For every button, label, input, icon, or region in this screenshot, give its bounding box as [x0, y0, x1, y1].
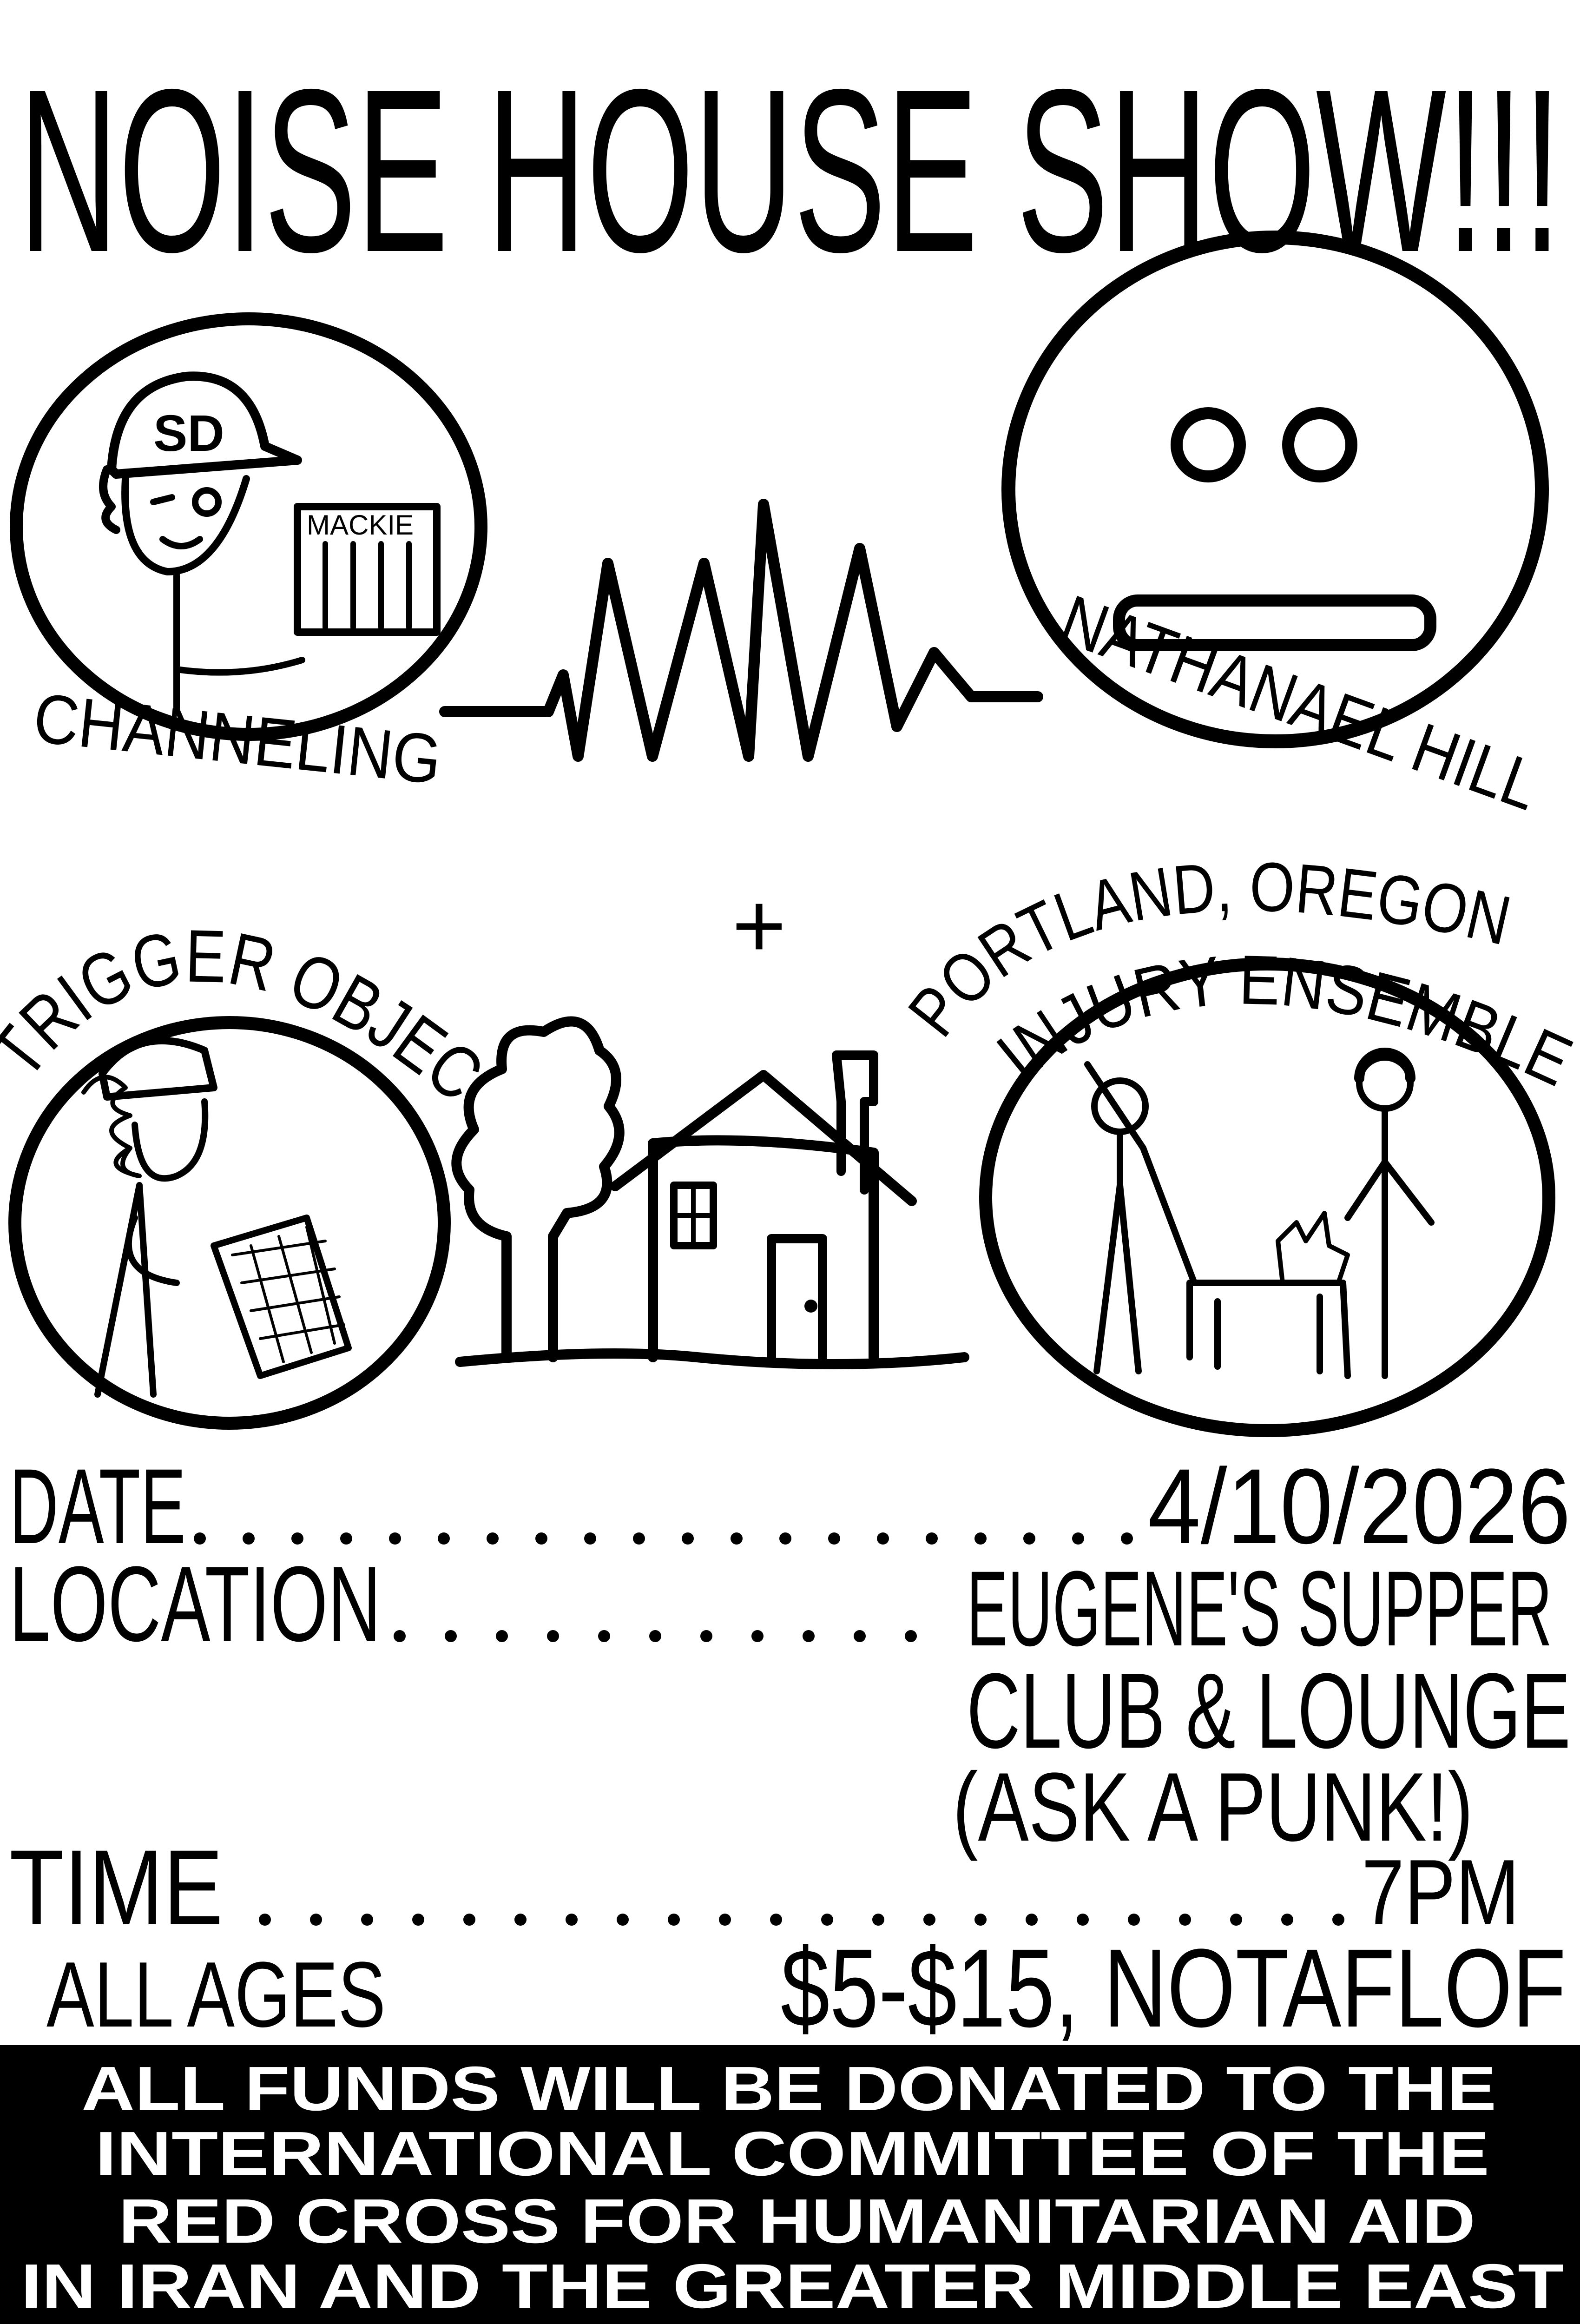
nathanael-hill-face — [1001, 231, 1549, 748]
trigger-object-portrait — [8, 1016, 451, 1430]
hat-logo: SD — [153, 405, 224, 462]
banner-line-3: RED CROSS FOR HUMANITARIAN AID — [118, 2186, 1475, 2256]
time-label: TIME — [9, 1828, 223, 1947]
event-details: DATE 4/10/2026 LOCATION EUGENE'S SUPPER … — [9, 1446, 1571, 2050]
banner-line-2: INTERNATIONAL COMMITTEE OF THE — [95, 2119, 1489, 2189]
heartbeat-line — [439, 499, 1043, 762]
injury-ensemble-portrait — [979, 957, 1555, 1437]
location-label: LOCATION — [9, 1544, 381, 1664]
poster-title: NOISE HOUSE SHOW!!! — [19, 40, 1561, 300]
location-line3: (ASK A PUNK!) — [953, 1752, 1473, 1862]
time-value: 7PM — [1362, 1841, 1520, 1944]
location-line1: EUGENE'S SUPPER — [967, 1549, 1552, 1668]
tree-and-house — [451, 1016, 969, 1369]
mixer-brand: MACKIE — [307, 509, 414, 541]
donation-banner — [0, 2045, 1580, 2324]
date-value: 4/10/2026 — [1148, 1446, 1571, 1566]
banner-line-1: ALL FUNDS WILL BE DONATED TO THE — [81, 2053, 1496, 2124]
price: $5-$15, NOTAFLOF — [781, 1926, 1566, 2050]
all-ages: ALL AGES — [46, 1943, 386, 2047]
plus-sign: + — [732, 874, 786, 977]
location-line2: CLUB & LOUNGE — [967, 1651, 1571, 1770]
date-label: DATE — [9, 1446, 186, 1566]
banner-line-4: IN IRAN AND THE GREATER MIDDLE EAST — [21, 2251, 1564, 2321]
channeling-portrait: SD MACKIE — [10, 312, 487, 741]
